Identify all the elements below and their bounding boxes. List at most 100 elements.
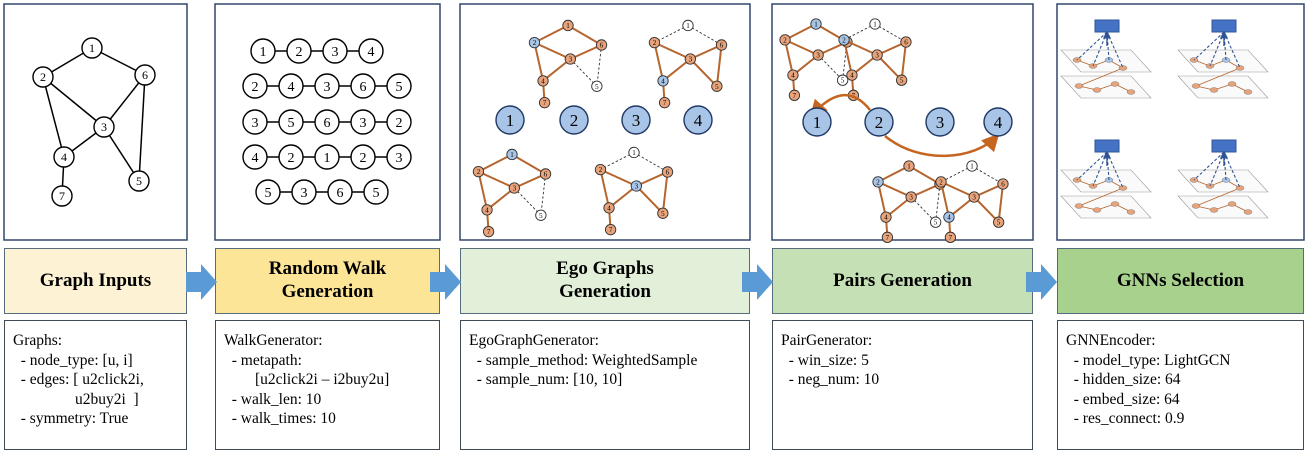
pair-center-node: 2	[864, 107, 894, 137]
svg-text:6: 6	[666, 168, 670, 176]
walk-node: 1	[250, 38, 276, 64]
walk-node: 3	[322, 38, 348, 64]
svg-text:3: 3	[396, 151, 403, 166]
svg-text:4: 4	[694, 111, 703, 130]
ego-node: 4	[943, 211, 955, 223]
gnn-unit-box	[1094, 19, 1120, 33]
svg-text:2: 2	[653, 39, 657, 47]
svg-text:7: 7	[886, 234, 890, 242]
graph-node: 3	[93, 116, 115, 138]
ego-node: 2	[594, 163, 607, 176]
walk-node: 3	[350, 109, 376, 135]
svg-text:6: 6	[904, 38, 908, 46]
walk-node: 5	[278, 109, 304, 135]
walk-node: 3	[314, 73, 340, 99]
svg-text:2: 2	[875, 113, 884, 132]
svg-text:5: 5	[715, 83, 719, 91]
svg-text:5: 5	[595, 83, 599, 91]
svg-text:7: 7	[609, 226, 613, 234]
arrow-1	[186, 264, 217, 300]
pair-center-node: 4	[983, 107, 1013, 137]
gnn-unit-box	[1211, 139, 1237, 153]
svg-text:7: 7	[487, 228, 491, 236]
svg-text:4: 4	[607, 204, 611, 212]
ego-node: 2	[838, 34, 850, 46]
walk-node: 3	[291, 179, 317, 205]
config-line: - res_connect: 0.9	[1066, 410, 1185, 428]
graph-node: 7	[51, 185, 73, 207]
svg-text:1: 1	[260, 45, 267, 60]
config-line: - edges: [ u2click2i,	[13, 371, 144, 389]
svg-text:6: 6	[720, 41, 724, 49]
ego-node: 6	[661, 166, 674, 178]
ego-node: 5	[657, 207, 669, 219]
ego-node: 3	[630, 180, 642, 192]
walk-node: 5	[386, 73, 412, 99]
stage-ego-graphs: Ego Graphs Generation	[460, 248, 750, 314]
ego-node: 5	[836, 74, 849, 86]
ego-node: 4	[481, 204, 493, 216]
svg-text:6: 6	[1001, 180, 1005, 188]
svg-text:3: 3	[816, 51, 820, 59]
svg-text:2: 2	[842, 36, 846, 44]
config-line: - win_size: 5	[781, 351, 869, 369]
svg-text:3: 3	[875, 51, 879, 59]
walk-node: 4	[242, 144, 268, 170]
svg-text:6: 6	[544, 170, 548, 178]
gnn-stack	[1060, 139, 1152, 219]
svg-text:5: 5	[136, 174, 142, 188]
config-line: EgoGraphGenerator:	[469, 332, 599, 349]
svg-text:5: 5	[396, 80, 403, 95]
svg-text:3: 3	[972, 193, 976, 201]
svg-text:3: 3	[513, 184, 517, 192]
gnn-stack	[1060, 19, 1152, 99]
svg-text:7: 7	[543, 99, 547, 107]
ego-node: 2	[472, 165, 485, 178]
config-line: - walk_len: 10	[224, 390, 322, 408]
graph-edge	[103, 74, 146, 128]
ego-node: 3	[871, 49, 883, 61]
ego-node: 4	[787, 69, 799, 81]
config-line: WalkGenerator:	[224, 332, 323, 349]
svg-text:5: 5	[288, 116, 295, 131]
svg-text:3: 3	[632, 111, 641, 130]
ego-node: 1	[810, 18, 822, 30]
config-graph-inputs: Graphs: - node_type: [u, i] - edges: [ u…	[4, 320, 187, 450]
walk-node: 6	[350, 73, 376, 99]
walk-node: 3	[242, 109, 268, 135]
graph-node: 5	[128, 170, 150, 192]
config-line: GNNEncoder:	[1066, 332, 1156, 349]
graph-node: 1	[81, 37, 103, 59]
svg-text:3: 3	[252, 116, 259, 131]
ego-node: 1	[628, 146, 640, 159]
walk-node: 6	[314, 109, 340, 135]
ego-center-node: 1	[495, 105, 525, 135]
svg-text:3: 3	[360, 116, 367, 131]
gnn-stack	[1177, 19, 1269, 99]
svg-text:6: 6	[324, 116, 331, 131]
svg-text:4: 4	[252, 151, 259, 166]
svg-text:6: 6	[142, 68, 148, 82]
ego-node: 1	[562, 19, 574, 32]
ego-node: 3	[684, 53, 696, 65]
svg-text:2: 2	[288, 151, 295, 166]
ego-node: 4	[846, 69, 858, 81]
svg-text:1: 1	[89, 41, 95, 55]
walk-node: 2	[350, 144, 376, 170]
svg-text:2: 2	[360, 151, 367, 166]
graph-node: 2	[32, 66, 54, 88]
svg-text:2: 2	[876, 178, 880, 186]
svg-text:3: 3	[689, 55, 693, 63]
walk-node: 6	[327, 179, 353, 205]
svg-text:6: 6	[337, 186, 344, 201]
svg-text:1: 1	[813, 113, 822, 132]
svg-text:6: 6	[600, 41, 604, 49]
walk-node: 4	[358, 38, 384, 64]
ego-node: 4	[603, 202, 615, 214]
svg-text:1: 1	[814, 20, 818, 28]
